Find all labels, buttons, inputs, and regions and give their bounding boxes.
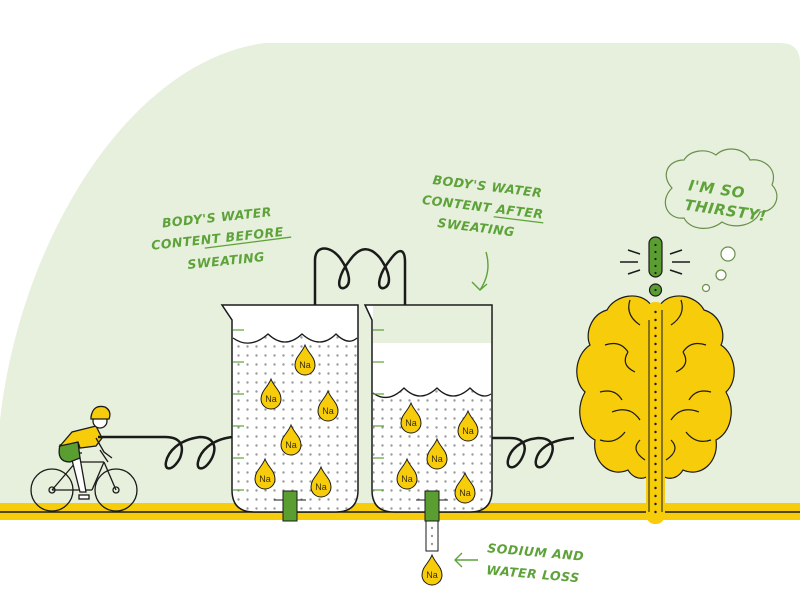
exclamation-icon	[620, 236, 690, 297]
thought-bubble: I'M SO THIRSTY!	[664, 148, 778, 293]
sodium-drop: Na	[280, 423, 302, 456]
sodium-drop: Na	[260, 377, 282, 410]
valve-after	[424, 490, 440, 522]
sodium-drop: Na	[294, 343, 316, 376]
spine-dot	[654, 430, 657, 434]
sodium-label: Na	[401, 474, 413, 484]
sodium-label: Na	[405, 418, 417, 428]
spine-dot	[654, 494, 657, 498]
label-loss-line2: WATER LOSS	[486, 562, 581, 585]
spine-dot	[654, 486, 657, 490]
spine-dot	[654, 342, 657, 346]
spine-dot	[654, 414, 657, 418]
sodium-drop: Na	[310, 465, 332, 498]
sodium-drop: Na	[396, 457, 418, 490]
spine-dot	[654, 390, 657, 394]
spine-dot	[654, 350, 657, 354]
connector-tube-3	[492, 436, 575, 469]
spine-dot	[654, 478, 657, 482]
spine-dot	[654, 334, 657, 338]
spine-dot	[654, 310, 657, 314]
connector-tube-1	[98, 435, 233, 470]
spine-dot	[654, 422, 657, 426]
spine-dot	[654, 318, 657, 322]
arrow-left-icon	[454, 552, 478, 568]
spine-dot	[654, 470, 657, 474]
spine-dot	[654, 382, 657, 386]
sodium-label: Na	[259, 474, 271, 484]
spine-dots	[654, 310, 657, 514]
sodium-label: Na	[459, 488, 471, 498]
brain-icon	[576, 295, 735, 479]
sodium-drop: Na	[426, 437, 448, 470]
sodium-drop: Na	[254, 457, 276, 490]
sodium-label: Na	[462, 426, 474, 436]
sodium-drop: Na	[421, 553, 443, 586]
sodium-drop: Na	[400, 401, 422, 434]
sodium-label: Na	[299, 360, 311, 370]
cyclist-icon	[30, 405, 138, 512]
spine-dot	[654, 510, 657, 514]
label-loss: SODIUM AND WATER LOSS	[486, 540, 585, 585]
sodium-label: Na	[431, 454, 443, 464]
spine-dot	[654, 358, 657, 362]
spine-dot	[654, 446, 657, 450]
sodium-label: Na	[265, 394, 277, 404]
spine-dot	[654, 326, 657, 330]
sodium-drop: Na	[454, 471, 476, 504]
sodium-label: Na	[322, 406, 334, 416]
spine-dot	[654, 366, 657, 370]
label-loss-line1: SODIUM AND	[487, 540, 585, 563]
label-after-keyword: AFTER	[494, 201, 544, 222]
sodium-label: Na	[285, 440, 297, 450]
spine-dot	[654, 374, 657, 378]
connector-tube-2	[313, 247, 407, 305]
spine-dot	[654, 438, 657, 442]
spine-dot	[654, 502, 657, 506]
valve-before	[282, 490, 298, 522]
spine-dot	[654, 454, 657, 458]
arrow-down-icon	[471, 251, 489, 291]
sodium-drop: Na	[457, 409, 479, 442]
spine-dot	[654, 398, 657, 402]
spine-dot	[654, 462, 657, 466]
spine-dot	[654, 406, 657, 410]
sodium-label: Na	[426, 570, 438, 580]
spine-icon	[646, 302, 665, 524]
sodium-drop: Na	[317, 389, 339, 422]
sodium-label: Na	[315, 482, 327, 492]
